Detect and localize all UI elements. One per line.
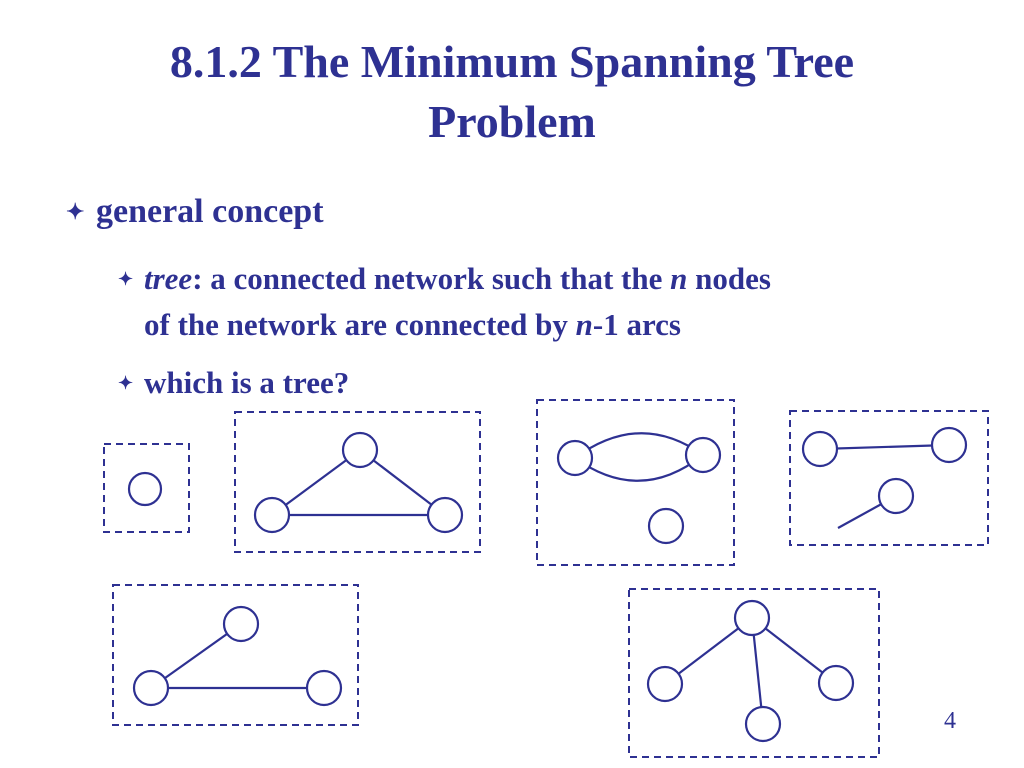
dashed-box: [112, 584, 359, 726]
graph-node: [877, 477, 915, 515]
graph-arc: [574, 454, 704, 482]
graph-node: [556, 439, 594, 477]
bullet-general-concept: ✦ general concept: [66, 190, 324, 234]
graph-node: [305, 669, 343, 707]
graph-arc: [819, 443, 950, 451]
graph-node: [132, 669, 170, 707]
tree-def-line-2: of the network are connected by: [144, 307, 576, 342]
graph-node: [222, 605, 260, 643]
graph-node: [647, 507, 685, 545]
network-double-arc: [536, 399, 735, 566]
graph-node: [801, 430, 839, 468]
bullet-general-concept-text: general concept: [96, 193, 324, 230]
graph-arc: [150, 623, 242, 689]
term-tree: tree: [144, 261, 193, 296]
graph-arc: [271, 449, 361, 516]
dashed-box: [536, 399, 735, 566]
graph-node: [733, 599, 771, 637]
dashed-box: [103, 443, 190, 533]
page-number: 4: [944, 708, 956, 734]
tree-def-part-b: nodes: [687, 261, 771, 296]
network-star: [628, 588, 880, 758]
graph-node: [341, 431, 379, 469]
network-disconnected: [789, 410, 989, 546]
slide-title: 8.1.2 The Minimum Spanning Tree Problem: [0, 32, 1024, 152]
four-point-star-icon: ✦: [118, 269, 134, 289]
graph-node: [930, 426, 968, 464]
dashed-box: [628, 588, 880, 758]
dashed-box: [789, 410, 989, 546]
network-triangle: [234, 411, 481, 553]
title-line-2: Problem: [428, 96, 596, 147]
var-n: n: [575, 307, 593, 342]
bullet-which-is-tree-text: which is a tree?: [144, 365, 350, 400]
graph-node: [253, 496, 291, 534]
graph-arc: [574, 432, 704, 459]
graph-node: [646, 665, 684, 703]
tree-def-part-a: : a connected network such that the: [192, 261, 671, 296]
four-point-star-icon: ✦: [118, 373, 134, 393]
network-path: [112, 584, 359, 726]
network-single-node: [103, 443, 190, 533]
graph-node: [817, 664, 855, 702]
graph-arc: [664, 617, 753, 685]
tree-def-part-c: -1 arcs: [592, 307, 681, 342]
graph-node: [744, 705, 782, 743]
title-line-1: 8.1.2 The Minimum Spanning Tree: [169, 36, 855, 87]
four-point-star-icon: ✦: [66, 199, 85, 224]
var-n: n: [670, 261, 688, 296]
bullet-which-is-tree: ✦ which is a tree?: [118, 360, 349, 406]
graph-node: [426, 496, 464, 534]
bullet-tree-definition: ✦ tree: a connected network such that the…: [118, 256, 978, 348]
graph-node: [127, 471, 163, 507]
graph-node: [684, 436, 722, 474]
dashed-box: [234, 411, 481, 553]
